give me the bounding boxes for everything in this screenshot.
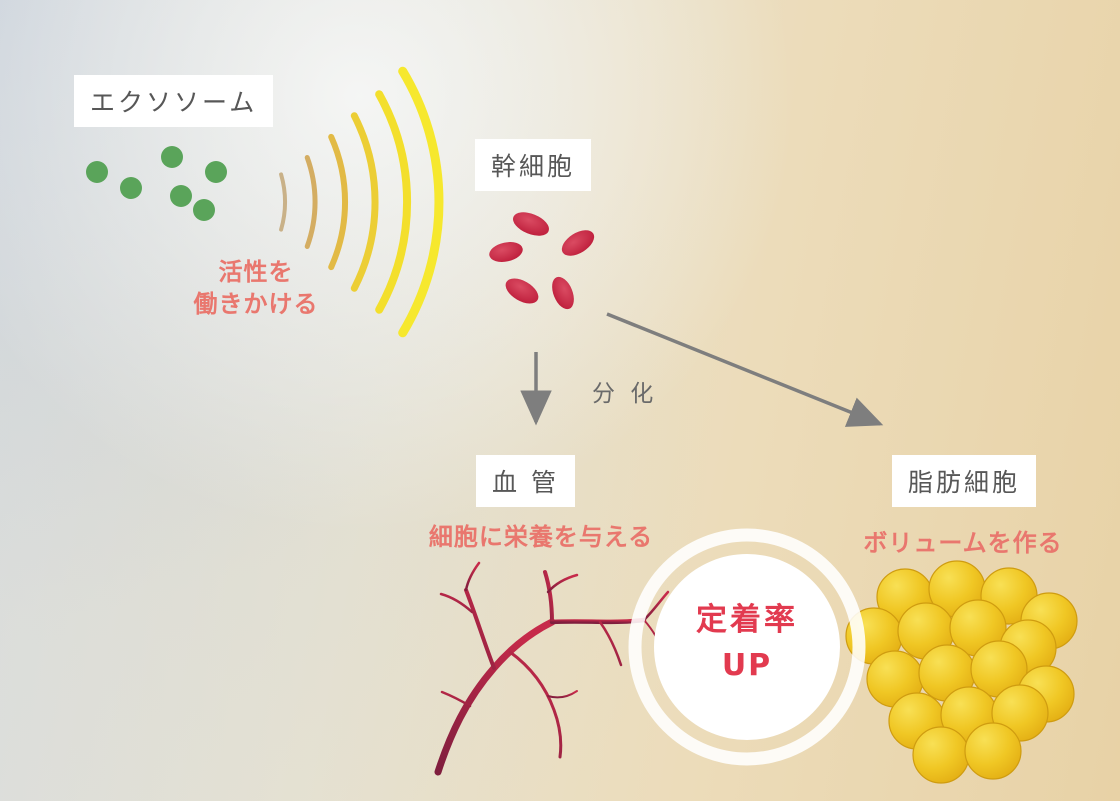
diagonal-arrow-icon <box>606 312 884 427</box>
retention-rate-text: 定着率 UP <box>647 598 847 688</box>
stem-cell-cluster-icon <box>489 212 595 310</box>
exosome-caption: 活性を 働きかける <box>156 256 356 321</box>
retention-line2: UP <box>721 647 773 683</box>
fat-cell-caption: ボリュームを作る <box>863 529 1063 557</box>
signal-waves-icon <box>279 66 444 338</box>
blood-vessel-caption: 細胞に栄養を与える <box>428 523 654 551</box>
exosome-label: エクソソーム <box>74 75 274 127</box>
blood-vessel-label: 血 管 <box>476 455 575 507</box>
exosome-caption-line1: 活性を <box>218 258 294 286</box>
retention-circle-icon <box>628 528 866 766</box>
retention-line1: 定着率 <box>696 602 798 638</box>
fat-cell-cluster-icon <box>845 560 1078 784</box>
exosome-caption-line2: 働きかける <box>193 290 319 319</box>
differentiation-arrows <box>520 312 884 427</box>
blood-vessel-icon <box>434 561 670 776</box>
exosome-particles-icon <box>86 146 227 221</box>
fat-cell-label: 脂肪細胞 <box>892 455 1037 507</box>
differentiation-label: 分 化 <box>592 381 658 407</box>
stem-cell-label: 幹細胞 <box>475 139 592 191</box>
